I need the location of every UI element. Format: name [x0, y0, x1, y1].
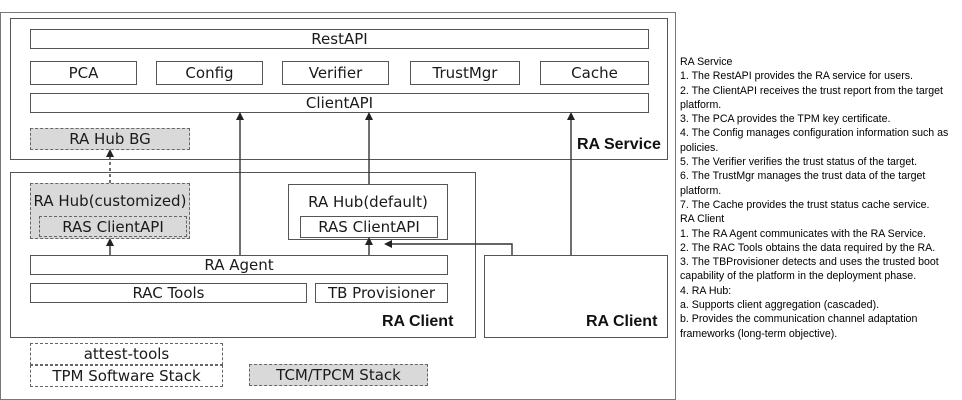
- ras-clientapi-default-box: RAS ClientAPI: [300, 216, 438, 238]
- pca-box: PCA: [30, 61, 137, 85]
- ra-hub-default-label: RA Hub(default): [308, 193, 428, 211]
- desc-heading-ra-service: RA Service: [680, 56, 733, 68]
- config-box: Config: [156, 61, 263, 85]
- desc-line: a. Supports client aggregation (cascaded…: [680, 299, 880, 312]
- tb-provisioner-box: TB Provisioner: [315, 283, 448, 303]
- desc-line: 4. The Config manages configuration info…: [680, 127, 949, 154]
- ra-client-secondary-label: RA Client: [586, 313, 658, 330]
- desc-line: 5. The Verifier verifies the trust statu…: [680, 156, 918, 169]
- rac-tools-box: RAC Tools: [30, 283, 307, 303]
- desc-line: 3. The PCA provides the TPM key certific…: [680, 113, 891, 126]
- desc-line: 4. RA Hub:: [680, 284, 732, 297]
- desc-line: b. Provides the communication channel ad…: [680, 313, 918, 340]
- ra-agent-box: RA Agent: [30, 255, 448, 275]
- attest-tools-box: attest-tools: [30, 343, 223, 365]
- desc-line: 6. The TrustMgr manages the trust data o…: [680, 170, 926, 197]
- description-text: RA Service 1. The RestAPI provides the R…: [680, 55, 962, 341]
- clientapi-box: ClientAPI: [30, 93, 649, 113]
- verifier-box: Verifier: [282, 61, 389, 85]
- desc-heading-ra-client: RA Client: [680, 213, 725, 226]
- desc-line: 1. The RA Agent communicates with the RA…: [680, 227, 926, 240]
- ra-service-label: RA Service: [577, 136, 661, 153]
- desc-line: 7. The Cache provides the trust status c…: [680, 198, 930, 211]
- ra-client-secondary-panel: [484, 255, 668, 338]
- tpm-software-stack-box: TPM Software Stack: [30, 365, 223, 387]
- ra-hub-customized-label: RA Hub(customized): [33, 192, 187, 210]
- tcm-tpcm-stack-box: TCM/TPCM Stack: [249, 364, 428, 386]
- ras-clientapi-customized-box: RAS ClientAPI: [39, 216, 187, 237]
- ra-client-label: RA Client: [382, 313, 454, 330]
- desc-line: 3. The TBProvisioner detects and uses th…: [680, 256, 939, 283]
- desc-line: 2. The ClientAPI receives the trust repo…: [680, 84, 944, 111]
- desc-line: 1. The RestAPI provides the RA service f…: [680, 70, 913, 83]
- cache-box: Cache: [540, 61, 649, 85]
- trustmgr-box: TrustMgr: [410, 61, 520, 85]
- restapi-box: RestAPI: [30, 29, 649, 49]
- desc-line: 2. The RAC Tools obtains the data requir…: [680, 241, 936, 254]
- arrow-secondary-client-to-ras-clientapi: [384, 240, 513, 255]
